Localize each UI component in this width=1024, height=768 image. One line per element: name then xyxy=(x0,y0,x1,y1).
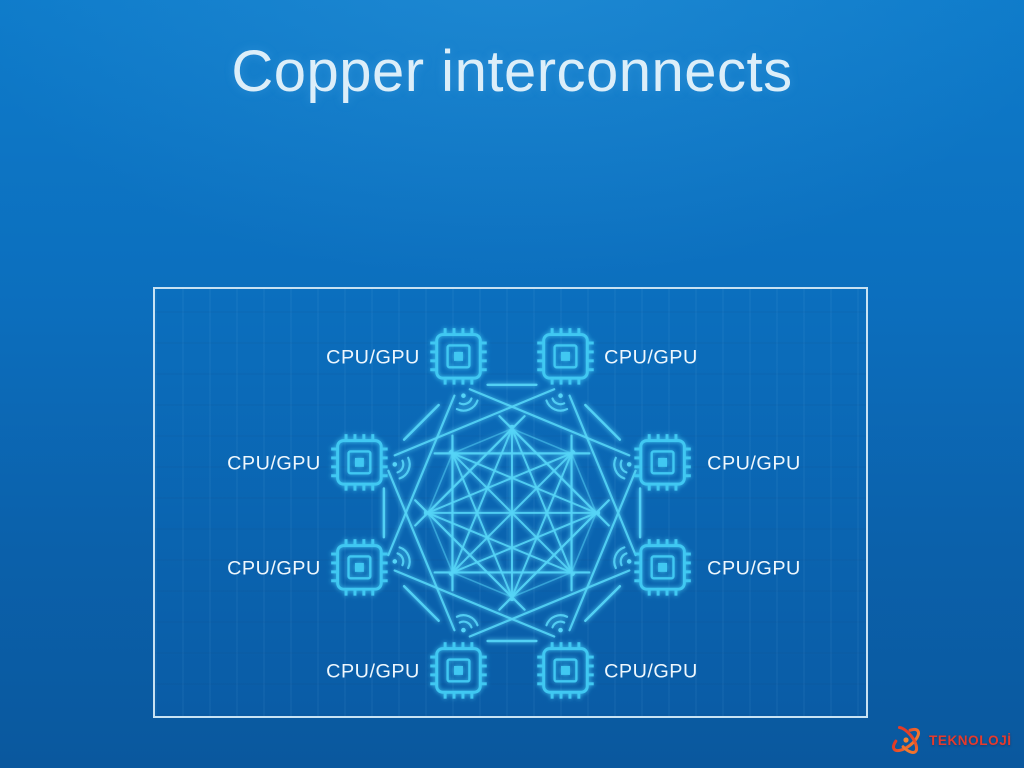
node-label-left-upper: CPU/GPU xyxy=(227,452,321,474)
node-label-right-lower: CPU/GPU xyxy=(707,557,801,579)
node-label-top-left: CPU/GPU xyxy=(326,346,420,368)
chip-icon-right-lower xyxy=(634,539,691,596)
signal-waves-icon xyxy=(392,456,411,480)
net-line xyxy=(468,388,631,457)
net-line xyxy=(448,451,600,515)
signal-waves-icon xyxy=(455,614,479,633)
net-line xyxy=(424,510,576,575)
node-label-top-right: CPU/GPU xyxy=(604,346,698,368)
net-line xyxy=(450,424,515,577)
watermark-logo-icon xyxy=(892,726,920,754)
signal-waves-icon xyxy=(455,393,479,412)
net-line xyxy=(568,394,637,557)
signal-waves-icon xyxy=(613,546,632,570)
chip-icon-left-upper xyxy=(331,434,388,491)
watermark: TEKNOLOJİ xyxy=(886,720,1012,760)
network-lines xyxy=(382,383,642,643)
signal-waves-icon xyxy=(545,614,569,633)
interconnect-diagram: CPU/GPU CPU/GPU CPU/GPU CPU/GPU CPU/GPU … xyxy=(227,328,801,699)
chip-icon-bottom-left xyxy=(430,642,487,699)
net-line xyxy=(568,469,637,632)
node-label-left-lower: CPU/GPU xyxy=(227,557,321,579)
net-line xyxy=(584,584,622,623)
chip-icon-top-right xyxy=(537,328,594,385)
net-line xyxy=(509,424,574,577)
diagram-panel: CPU/GPU CPU/GPU CPU/GPU CPU/GPU CPU/GPU … xyxy=(153,287,868,718)
net-line xyxy=(393,388,556,457)
net-line xyxy=(387,394,456,557)
net-line xyxy=(451,427,513,455)
net-line xyxy=(393,569,556,638)
watermark-text: TEKNOLOJİ xyxy=(929,732,1012,748)
chip-icon-bottom-right xyxy=(537,642,594,699)
net-line xyxy=(426,512,454,574)
net-line xyxy=(449,450,575,576)
net-line xyxy=(424,451,576,515)
page-title: Copper interconnects xyxy=(231,39,793,104)
net-line xyxy=(584,403,622,441)
net-line xyxy=(426,452,454,514)
network-graphics xyxy=(331,328,691,699)
net-line xyxy=(570,512,597,574)
node-label-bottom-left: CPU/GPU xyxy=(326,660,420,682)
net-line xyxy=(387,469,456,632)
net-line xyxy=(468,569,631,638)
net-line xyxy=(402,403,440,441)
signal-waves xyxy=(392,393,632,633)
net-line xyxy=(570,452,597,514)
node-label-bottom-right: CPU/GPU xyxy=(604,660,698,682)
net-line xyxy=(511,571,573,598)
chip-icon-top-left xyxy=(430,328,487,385)
net-line xyxy=(511,427,573,455)
node-label-right-upper: CPU/GPU xyxy=(707,452,801,474)
net-line xyxy=(414,499,526,611)
chip-icon-right-upper xyxy=(634,434,691,491)
net-line xyxy=(448,510,600,575)
chip-icon-left-lower xyxy=(331,539,388,596)
signal-waves-icon xyxy=(613,456,632,480)
net-line xyxy=(402,584,440,623)
net-line xyxy=(509,449,574,601)
net-line xyxy=(450,449,515,601)
net-line xyxy=(451,571,513,598)
signal-waves-icon xyxy=(545,393,569,412)
signal-waves-icon xyxy=(392,546,411,570)
